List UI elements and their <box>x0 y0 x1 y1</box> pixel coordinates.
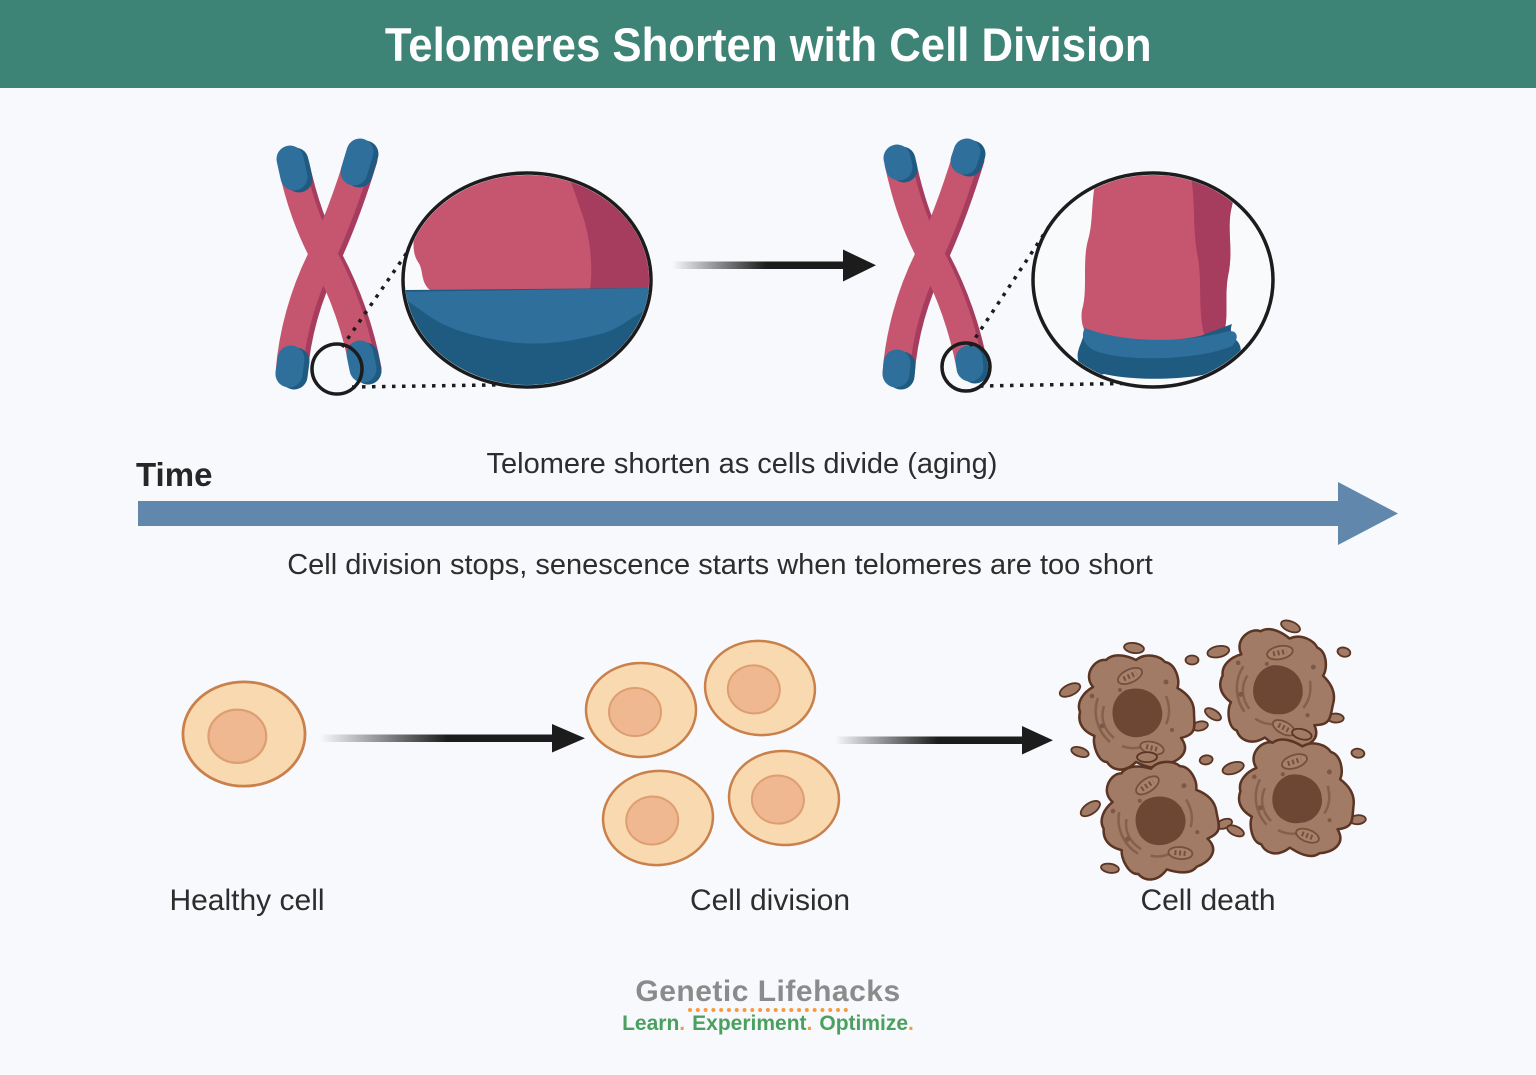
label-healthy-cell: Healthy cell <box>169 884 325 917</box>
chromosome-short-telomeres <box>882 138 989 390</box>
tagline-dot: . <box>679 1012 686 1035</box>
tagline-word: Learn <box>622 1012 680 1035</box>
label-cell-death: Cell death <box>1140 884 1276 917</box>
tagline-dot: . <box>806 1012 813 1035</box>
tagline-word: Experiment <box>692 1012 807 1035</box>
brand-dotted-divider <box>688 1008 848 1012</box>
brand-tagline: Learn.Experiment.Optimize. <box>0 1011 1536 1037</box>
tagline-dot: . <box>908 1012 914 1035</box>
time-label: Time <box>136 456 213 493</box>
arrow-division-to-death <box>835 726 1053 755</box>
caption-telomere-shorten: Telomere shorten as cells divide (aging) <box>486 448 998 480</box>
header-bar: Telomeres Shorten with Cell Division <box>0 0 1536 88</box>
tagline-word: Optimize <box>819 1012 909 1035</box>
brand-name: Genetic Lifehacks <box>635 975 901 1008</box>
magnifier-long-telomere <box>401 171 653 389</box>
magnifier-short-telomere <box>1031 171 1275 389</box>
arrow-healthy-to-division <box>320 724 585 753</box>
page-title: Telomeres Shorten with Cell Division <box>384 17 1152 71</box>
arrow-division-step <box>672 249 876 282</box>
time-arrow <box>138 482 1398 545</box>
cell-death-cluster <box>1058 602 1377 889</box>
caption-senescence: Cell division stops, senescence starts w… <box>287 549 1153 581</box>
healthy-cell <box>181 680 307 788</box>
chromosome-long-telomeres <box>275 138 382 390</box>
cell-division-cluster <box>584 634 844 871</box>
label-cell-division: Cell division <box>689 884 851 917</box>
